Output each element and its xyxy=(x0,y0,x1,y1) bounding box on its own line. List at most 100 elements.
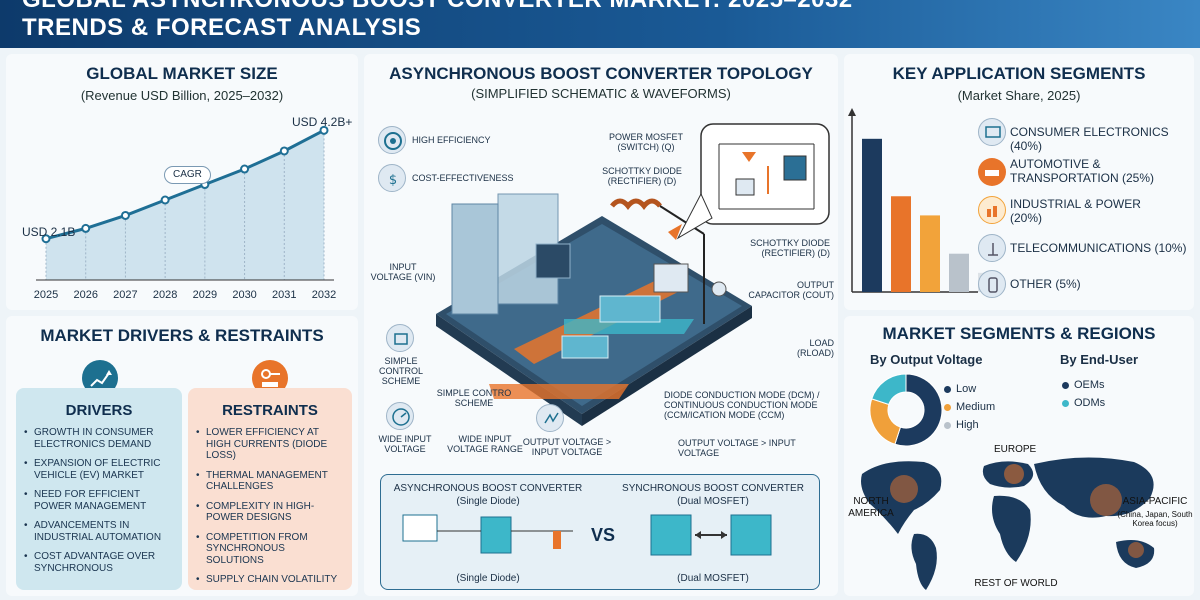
load-label: LOAD (RLOAD) xyxy=(796,338,834,358)
modes-label: DIODE CONDUCTION MODE (DCM) / CONTINUOUS… xyxy=(664,390,820,420)
dollar-shield-icon: $ xyxy=(378,164,406,192)
drivers-box: DRIVERS GROWTH IN CONSUMER ELECTRONICS D… xyxy=(16,388,182,590)
cagr-badge: CAGR xyxy=(164,166,211,184)
drivers-list: GROWTH IN CONSUMER ELECTRONICS DEMAND EX… xyxy=(16,427,182,574)
schottky-diode-top-label: SCHOTTKY DIODE (RECTIFIER) (D) xyxy=(602,166,682,186)
market-x-tick-label: 2029 xyxy=(193,289,217,301)
market-x-tick-label: 2032 xyxy=(312,289,336,301)
market-x-tick-label: 2027 xyxy=(113,289,137,301)
input-voltage-label: INPUT VOLTAGE (VIN) xyxy=(370,262,436,282)
segments-regions-panel: MARKET SEGMENTS & REGIONS By Output Volt… xyxy=(844,316,1194,596)
market-x-tick-label: 2025 xyxy=(34,289,58,301)
legend-swatch xyxy=(1062,381,1069,389)
market-data-point xyxy=(41,234,51,244)
legend-item: High xyxy=(944,416,995,434)
restraints-title: RESTRAINTS xyxy=(222,402,318,419)
market-size-subtitle: (Revenue USD Billion, 2025–2032) xyxy=(80,88,284,103)
market-series-line xyxy=(45,128,325,241)
page-title-line1: GLOBAL ASYNCHRONOUS BOOST CONVERTER MARK… xyxy=(22,0,853,14)
app-bar xyxy=(862,138,882,292)
list-item: SUPPLY CHAIN VOLATILITY xyxy=(196,574,344,586)
market-data-point xyxy=(120,210,130,220)
market-data-point xyxy=(240,164,250,174)
svg-text:$: $ xyxy=(389,173,397,188)
applications-title: KEY APPLICATION SEGMENTS xyxy=(892,64,1146,83)
market-size-title: GLOBAL MARKET SIZE xyxy=(86,64,278,83)
app-label-consumer: CONSUMER ELECTRONICS (40%) xyxy=(1010,125,1169,153)
simple-contro-label: SIMPLE CONTRO SCHEME xyxy=(436,388,512,408)
legend-swatch xyxy=(944,385,951,393)
market-data-point xyxy=(160,195,170,205)
list-item: ADVANCEMENTS IN INDUSTRIAL AUTOMATION xyxy=(24,520,174,543)
by-user-title: By End-User xyxy=(1060,352,1139,367)
restraints-list: LOWER EFFICIENCY AT HIGH CURRENTS (DIODE… xyxy=(188,427,352,586)
sync-schematic xyxy=(650,514,772,556)
legend-item: Low xyxy=(944,380,995,398)
topology-title: ASYNCHRONOUS BOOST CONVERTER TOPOLOGY xyxy=(389,64,813,83)
list-item: COST ADVANTAGE OVER SYNCHRONOUS xyxy=(24,551,174,574)
vs-label: VS xyxy=(591,525,616,545)
other-icon xyxy=(978,270,1006,298)
app-bar xyxy=(920,215,940,292)
voltage-donut-slice xyxy=(894,373,943,447)
market-data-point xyxy=(81,223,91,233)
app-bar xyxy=(949,253,969,292)
market-x-tick-label: 2028 xyxy=(153,289,177,301)
market-data-point xyxy=(319,125,329,135)
market-x-tick-label: 2031 xyxy=(272,289,296,301)
control-icon xyxy=(386,324,414,352)
drivers-restraints-panel: MARKET DRIVERS & RESTRAINTS DRIVERS GROW… xyxy=(6,316,358,596)
region-asia-pacific: ASIA-PACIFIC xyxy=(1122,496,1188,507)
async-bottom-label: (Single Diode) xyxy=(456,573,520,584)
app-label-telecom: TELECOMMUNICATIONS (10%) xyxy=(1010,241,1187,255)
legend-swatch xyxy=(944,421,951,429)
legend-swatch xyxy=(1062,399,1069,407)
wide-input-label: WIDE INPUT VOLTAGE xyxy=(378,434,432,454)
output-gt-input-label-2: OUTPUT VOLTAGE > INPUT VOLTAGE xyxy=(678,438,796,458)
legend-label: High xyxy=(956,419,979,431)
legend-label: ODMs xyxy=(1074,397,1106,409)
target-icon xyxy=(378,126,406,154)
drivers-title: DRIVERS xyxy=(65,402,133,419)
topology-panel: ASYNCHRONOUS BOOST CONVERTER TOPOLOGY (S… xyxy=(364,54,838,596)
output-gt-input-label: OUTPUT VOLTAGE > INPUT VOLTAGE xyxy=(522,437,612,457)
async-schematic xyxy=(402,514,573,554)
boost-converter-illustration xyxy=(436,123,830,426)
market-end-label: USD 4.2B+ xyxy=(292,115,353,129)
by-voltage-title: By Output Voltage xyxy=(870,352,983,367)
applications-bar-chart xyxy=(848,108,984,293)
list-item: COMPLEXITY IN HIGH-POWER DESIGNS xyxy=(196,501,344,524)
mosfet-label: POWER MOSFET (SWITCH) (Q) xyxy=(609,132,683,152)
legend-item: ODMs xyxy=(1062,394,1105,412)
output-capacitor-label: OUTPUT CAPACITOR (COUT) xyxy=(748,280,834,300)
sync-subtitle: (Dual MOSFET) xyxy=(677,496,749,507)
app-y-arrow xyxy=(848,108,856,116)
legend-label: Low xyxy=(956,383,977,395)
feature-cost-effectiveness: COST-EFFECTIVENESS xyxy=(412,173,514,183)
restraints-box: RESTRAINTS LOWER EFFICIENCY AT HIGH CURR… xyxy=(188,388,352,590)
voltage-icon xyxy=(536,404,564,432)
legend-item: OEMs xyxy=(1062,376,1105,394)
list-item: NEED FOR EFFICIENT POWER MANAGEMENT xyxy=(24,489,174,512)
app-label-automotive: AUTOMOTIVE & TRANSPORTATION (25%) xyxy=(1010,157,1155,185)
output-voltage-donut xyxy=(869,373,943,447)
list-item: COMPETITION FROM SYNCHRONOUS SOLUTIONS xyxy=(196,532,344,567)
market-start-label: USD 2.1B xyxy=(22,225,76,239)
voltage-donut-slice xyxy=(871,373,907,406)
legend-item: Medium xyxy=(944,398,995,416)
market-size-panel: GLOBAL MARKET SIZE (Revenue USD Billion,… xyxy=(6,54,358,310)
sync-title: SYNCHRONOUS BOOST CONVERTER xyxy=(622,483,804,494)
app-label-other: OTHER (5%) xyxy=(1010,277,1081,291)
gauge-icon xyxy=(386,402,414,430)
compare-box: ASYNCHRONOUS BOOST CONVERTER (Single Dio… xyxy=(380,474,820,590)
region-rest-of-world: REST OF WORLD xyxy=(974,578,1058,589)
region-asia-detail: (China, Japan, South Korea focus) xyxy=(1117,510,1193,529)
list-item: THERMAL MANAGEMENT CHALLENGES xyxy=(196,470,344,493)
legend-label: OEMs xyxy=(1074,379,1105,391)
feature-high-efficiency: HIGH EFFICIENCY xyxy=(412,135,491,145)
segments-title: MARKET SEGMENTS & REGIONS xyxy=(882,324,1156,343)
simple-control-label: SIMPLE CONTROL SCHEME xyxy=(378,356,423,386)
car-icon xyxy=(978,158,1006,186)
voltage-donut-slice xyxy=(869,398,902,445)
